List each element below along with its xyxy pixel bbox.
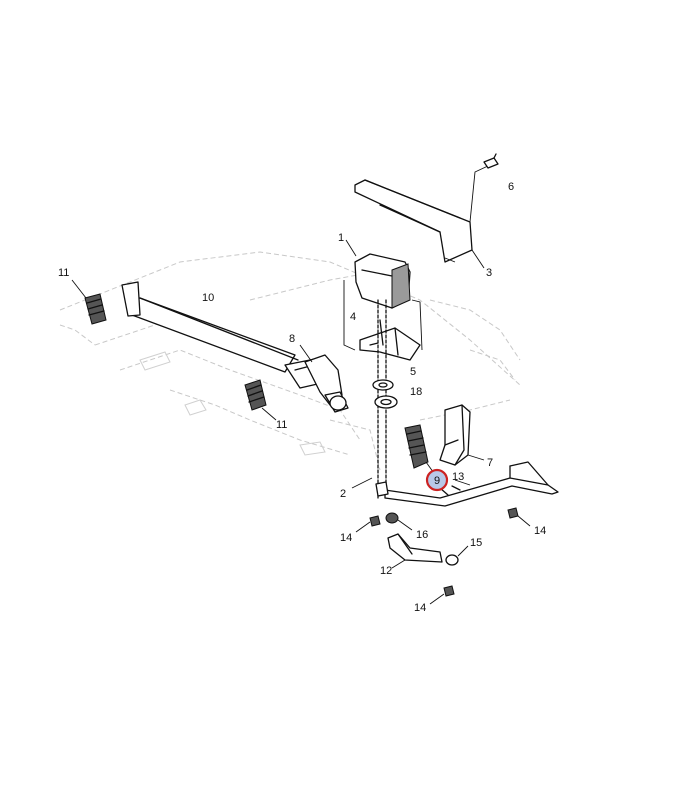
push-pin-fastener (483, 153, 499, 169)
hose-clamp (445, 545, 469, 566)
seal (374, 395, 398, 409)
highlighted-callout-9[interactable]: 9 (425, 468, 449, 492)
module-bracket (359, 319, 421, 361)
callout-labels: 1 2 3 4 5 6 7 8 10 11 11 12 13 14 14 14 … (58, 181, 546, 614)
pad-center (244, 379, 277, 421)
callout-15: 15 (470, 537, 482, 549)
callout-14-right: 14 (534, 525, 546, 537)
callout-11-left: 11 (58, 267, 69, 279)
callout-2: 2 (340, 488, 346, 500)
callout-3: 3 (486, 267, 492, 279)
callout-12: 12 (380, 565, 392, 577)
nut-right (507, 507, 531, 527)
callout-9: 9 (434, 475, 440, 487)
end-bracket (299, 344, 349, 413)
duct-elbow (439, 404, 485, 466)
washer (372, 379, 394, 391)
callout-18: 18 (410, 386, 422, 398)
callout-7: 7 (487, 457, 493, 469)
upper-bracket-plate (354, 164, 491, 269)
callout-6: 6 (508, 181, 514, 193)
pad-left (71, 279, 107, 325)
callout-14-bottom: 14 (414, 602, 426, 614)
grille-panel (404, 424, 437, 477)
nut-bottom (429, 585, 455, 605)
crossbar (121, 281, 336, 389)
callout-16: 16 (416, 529, 428, 541)
callout-14-left: 14 (340, 532, 352, 544)
clip-fastener (351, 477, 389, 497)
callout-5: 5 (410, 366, 416, 378)
leader-3 (444, 257, 456, 263)
grommet (385, 512, 413, 531)
nut-left (355, 515, 381, 533)
module-housing (343, 239, 423, 351)
callout-10: 10 (202, 292, 214, 304)
callout-4: 4 (350, 311, 356, 323)
callout-11-center: 11 (276, 419, 287, 431)
lower-bar (384, 461, 559, 507)
callout-13: 13 (452, 471, 464, 483)
hose (387, 533, 443, 569)
callout-8: 8 (289, 333, 295, 345)
callout-1: 1 (338, 232, 344, 244)
